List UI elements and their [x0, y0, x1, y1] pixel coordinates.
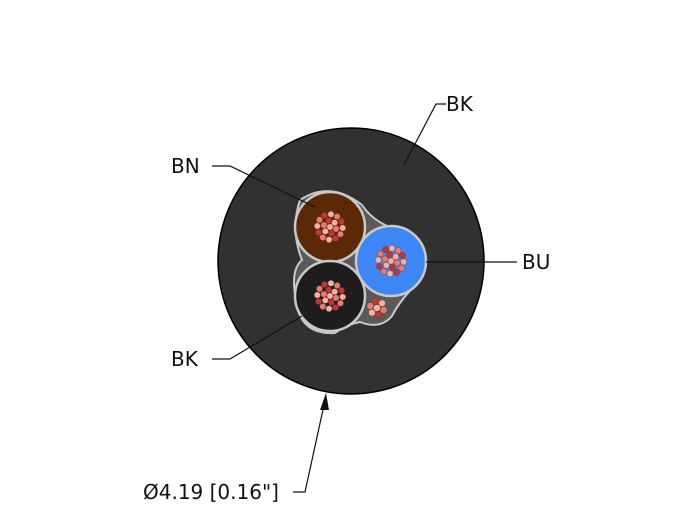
copper-strand [376, 263, 383, 270]
copper-strand [325, 305, 333, 312]
copper-strand [393, 259, 401, 267]
leader-conductor-brown [212, 165, 316, 208]
leader-outer-jacket [403, 103, 446, 166]
copper-strand [368, 309, 376, 317]
core-group [293, 190, 428, 335]
copper-strand [322, 228, 329, 235]
copper-strand [319, 303, 327, 310]
copper-strand [366, 302, 374, 310]
label-conductor-blue: BU [522, 250, 551, 274]
copper-strand [378, 299, 386, 307]
copper-strand [373, 304, 381, 312]
copper-strand [371, 297, 380, 305]
copper-strand [332, 235, 339, 242]
copper-strand [322, 297, 329, 304]
copper-strand [380, 268, 388, 275]
copper-strand [314, 291, 321, 299]
copper-strand [315, 298, 322, 305]
copper-strand [328, 229, 335, 237]
label-diameter: Ø4.19 [0.16"] [143, 480, 279, 504]
copper-strand [386, 270, 394, 277]
copper-strand [319, 234, 327, 241]
copper-strand [380, 306, 388, 314]
leader-lines [212, 103, 517, 493]
copper-strand [399, 252, 406, 259]
copper-strand [382, 246, 389, 253]
copper-strand [320, 221, 328, 229]
strand-bundle-black [314, 280, 346, 312]
copper-strand [337, 299, 344, 307]
copper-strand [386, 251, 393, 259]
copper-strand [338, 218, 345, 225]
copper-strand [389, 263, 396, 271]
label-outer-jacket: BK [446, 92, 473, 116]
diameter-arrowhead [320, 393, 329, 410]
label-conductor-black: BK [171, 347, 198, 371]
copper-strand [338, 287, 345, 294]
copper-strand [398, 264, 405, 272]
copper-strand [321, 212, 328, 219]
drain-wire-bundle [366, 297, 388, 319]
copper-strand [325, 236, 333, 243]
strand-bundle-brown [314, 211, 346, 243]
copper-strand [383, 262, 390, 269]
leader-conductor-black [212, 315, 303, 360]
copper-strand [332, 225, 340, 233]
copper-strand [326, 292, 334, 300]
copper-strand [388, 245, 396, 252]
copper-strand [339, 224, 346, 232]
copper-strand [387, 257, 395, 265]
copper-strand [339, 293, 346, 301]
copper-strand [325, 286, 332, 294]
copper-strand [375, 256, 382, 264]
copper-strand [331, 219, 338, 226]
copper-strand [392, 253, 399, 260]
leader-diameter [293, 404, 325, 493]
copper-strand [332, 304, 339, 311]
copper-strand [331, 288, 338, 295]
copper-strand [381, 255, 389, 263]
copper-strand [327, 280, 335, 287]
strand-bundle-blue [375, 245, 407, 277]
copper-strand [326, 223, 334, 231]
copper-strand [333, 282, 341, 289]
copper-strand [374, 311, 383, 319]
copper-strand [321, 281, 328, 288]
copper-strand [400, 258, 407, 266]
label-conductor-brown: BN [171, 154, 200, 178]
copper-strand [320, 290, 328, 298]
copper-strand [393, 269, 400, 276]
copper-strand [377, 250, 384, 258]
copper-strand [333, 213, 341, 220]
copper-strand [316, 285, 323, 293]
copper-strand [316, 216, 323, 224]
copper-strand [314, 222, 321, 230]
copper-strand [394, 247, 402, 254]
copper-strand [332, 294, 340, 302]
copper-strand [328, 298, 335, 306]
copper-strand [327, 211, 335, 218]
copper-strand [315, 229, 322, 236]
copper-strand [337, 230, 344, 238]
copper-strand [325, 217, 332, 225]
